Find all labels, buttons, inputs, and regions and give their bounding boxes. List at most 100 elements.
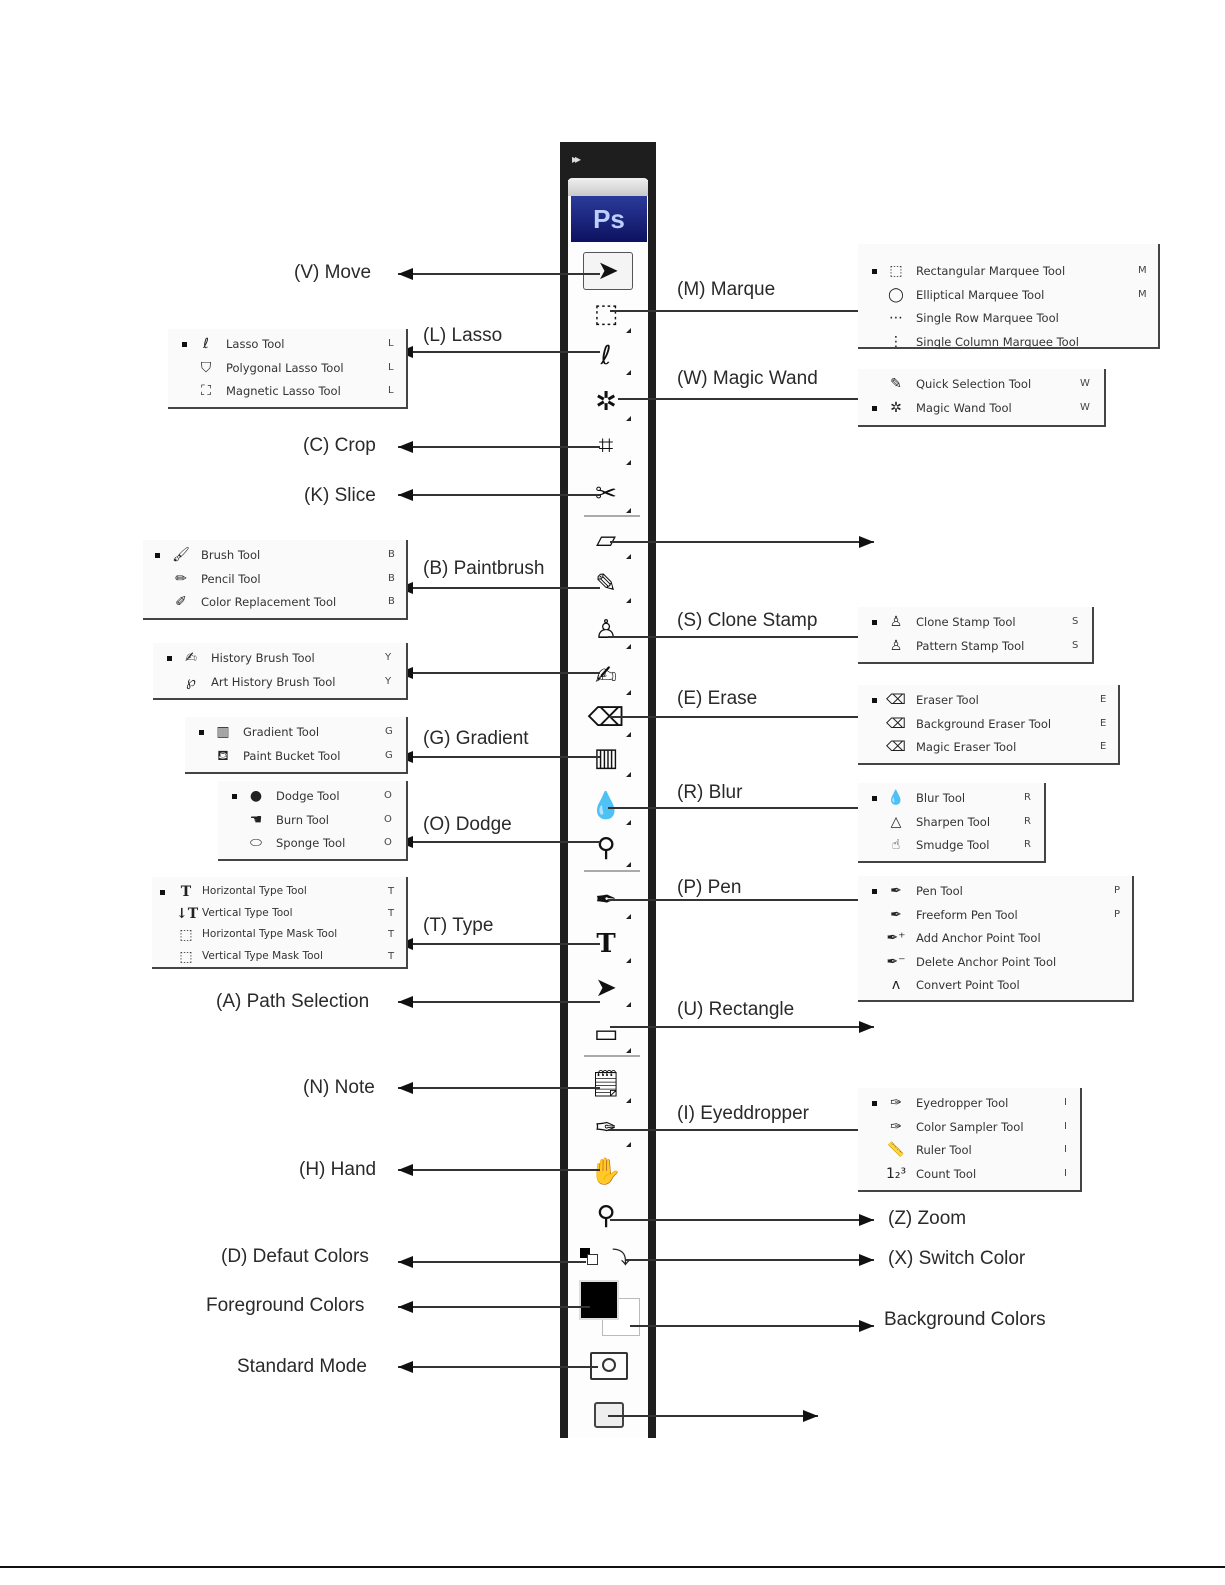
eraser-icon[interactable]: ⌫ xyxy=(587,703,625,733)
slice-icon[interactable]: ✂ xyxy=(595,479,617,509)
zoom-icon[interactable]: ⚲ xyxy=(596,1201,616,1231)
toolbar-header[interactable] xyxy=(568,178,648,196)
history-brush-icon[interactable]: ✍ xyxy=(595,661,617,691)
label-type: (T) Type xyxy=(423,915,494,936)
flyout-border-bottom xyxy=(858,662,1094,664)
flyout-item[interactable]: ✒⁺Add Anchor Point Tool xyxy=(858,927,1134,949)
arrow-switch-color xyxy=(625,1254,874,1266)
flyout-indicator-icon xyxy=(626,644,631,649)
marquee-icon[interactable]: ⬚ xyxy=(593,299,619,329)
gradient-icon[interactable]: ▥ xyxy=(593,743,619,773)
magic-wand-icon[interactable]: ✲ xyxy=(595,387,617,417)
brush-icon[interactable]: ✎ xyxy=(595,569,617,599)
delete-anchor-icon: ✒⁻ xyxy=(886,953,906,970)
flyout-indicator-icon xyxy=(626,914,631,919)
flyout-item-name: Horizontal Type Tool xyxy=(202,885,307,897)
lasso-icon[interactable]: ℓ xyxy=(600,341,612,371)
flyout-item-name: Single Row Marquee Tool xyxy=(916,311,1059,325)
horizontal-type-icon: T xyxy=(180,884,192,900)
flyout-item[interactable]: ✒⁻Delete Anchor Point Tool xyxy=(858,951,1134,973)
eyedropper-icon[interactable]: ✑ xyxy=(595,1113,617,1143)
flyout-border-right xyxy=(1092,607,1094,664)
label-background-colors: Background Colors xyxy=(884,1309,1046,1330)
move-icon[interactable]: ➤ xyxy=(583,252,633,290)
flyout-item-name: Elliptical Marquee Tool xyxy=(916,287,1045,302)
crop-icon[interactable]: ⌗ xyxy=(598,431,614,461)
flyout-item[interactable]: ☚ Burn Tool O xyxy=(218,809,408,831)
arrow-background-colors xyxy=(630,1320,874,1332)
dodge-icon[interactable]: ⚲ xyxy=(596,833,616,863)
flyout-item-shortcut: I xyxy=(1064,1097,1067,1108)
blur-icon[interactable]: 💧 xyxy=(589,791,623,821)
note-icon[interactable]: 🗒 xyxy=(589,1069,623,1099)
label-pen: (P) Pen xyxy=(677,877,742,898)
pen-icon[interactable]: ✒ xyxy=(595,885,617,915)
label-foreground-colors: Foreground Colors xyxy=(206,1295,365,1316)
type-icon[interactable]: T xyxy=(596,929,616,959)
rectangle-icon[interactable]: ▭ xyxy=(593,1019,619,1049)
flyout-border-right xyxy=(1118,685,1120,765)
default-colors-icon[interactable] xyxy=(580,1248,590,1258)
screen-mode-icon[interactable] xyxy=(594,1402,624,1428)
burn-icon: ☚ xyxy=(249,811,263,828)
healing-brush-icon[interactable]: ▱ xyxy=(596,525,616,555)
standard-mode-icon[interactable] xyxy=(590,1352,628,1380)
flyout-indicator-icon xyxy=(626,1142,631,1147)
ruler-icon: 📏 xyxy=(887,1142,905,1158)
flyout-indicator-icon xyxy=(626,1098,631,1103)
flyout-item-shortcut: O xyxy=(384,813,392,825)
hand-icon[interactable]: ✋ xyxy=(589,1157,623,1187)
flyout-indicator-icon xyxy=(626,732,631,737)
flyout-item[interactable]: ⋮Single Column Marquee Tool xyxy=(858,331,1160,353)
flyout-item[interactable]: ⋯Single Row Marquee Tool xyxy=(858,307,1160,329)
path-selection-icon[interactable]: ➤ xyxy=(595,973,617,1003)
label-marquee: (M) Marque xyxy=(677,279,776,300)
flyout-border-bottom xyxy=(858,1000,1134,1002)
collapse-grip-icon[interactable]: ▸▸ xyxy=(572,152,581,166)
switch-colors-icon[interactable]: ⤵ xyxy=(612,1248,630,1269)
arrow-magic-wand xyxy=(618,393,874,405)
flyout-item-name: Blur Tool xyxy=(916,791,966,805)
foreground-color-swatch[interactable] xyxy=(579,1280,619,1320)
clone-stamp-icon[interactable]: ♙ xyxy=(594,615,618,645)
flyout-item-name: Burn Tool xyxy=(276,812,329,827)
smudge-icon: ☝ xyxy=(891,837,901,853)
flyout-item-shortcut: E xyxy=(1100,694,1107,705)
